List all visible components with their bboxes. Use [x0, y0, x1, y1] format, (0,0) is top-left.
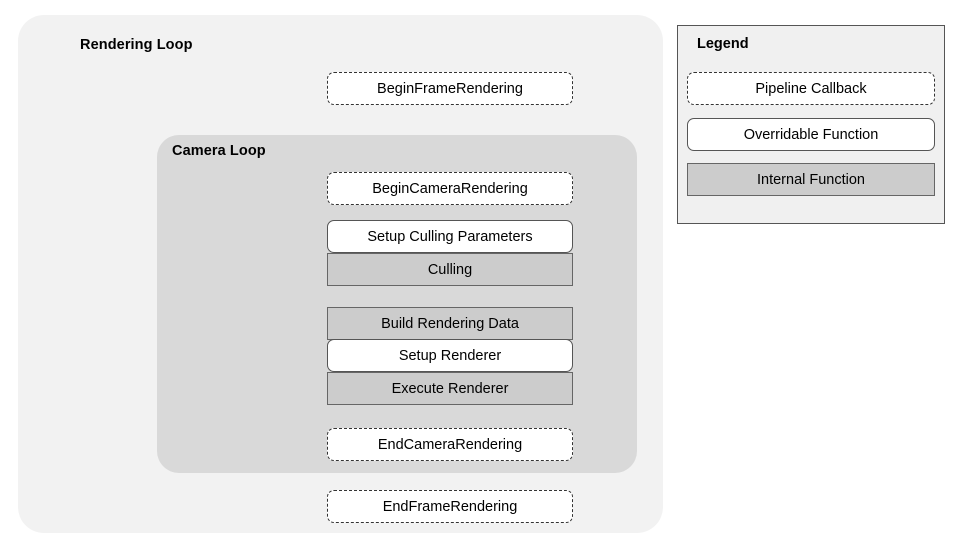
- node-setup-renderer[interactable]: Setup Renderer: [327, 339, 573, 372]
- node-build-rendering-data[interactable]: Build Rendering Data: [327, 307, 573, 340]
- camera-loop-title: Camera Loop: [172, 143, 266, 159]
- node-culling[interactable]: Culling: [327, 253, 573, 286]
- legend-item-overridable-function: Overridable Function: [687, 118, 935, 151]
- legend-item-internal-function: Internal Function: [687, 163, 935, 196]
- node-end-camera-rendering[interactable]: EndCameraRendering: [327, 428, 573, 461]
- legend-item-pipeline-callback: Pipeline Callback: [687, 72, 935, 105]
- node-end-frame-rendering[interactable]: EndFrameRendering: [327, 490, 573, 523]
- node-setup-culling-parameters[interactable]: Setup Culling Parameters: [327, 220, 573, 253]
- node-begin-frame-rendering[interactable]: BeginFrameRendering: [327, 72, 573, 105]
- node-begin-camera-rendering[interactable]: BeginCameraRendering: [327, 172, 573, 205]
- legend-title: Legend: [697, 36, 749, 52]
- node-execute-renderer[interactable]: Execute Renderer: [327, 372, 573, 405]
- rendering-loop-title: Rendering Loop: [80, 37, 193, 53]
